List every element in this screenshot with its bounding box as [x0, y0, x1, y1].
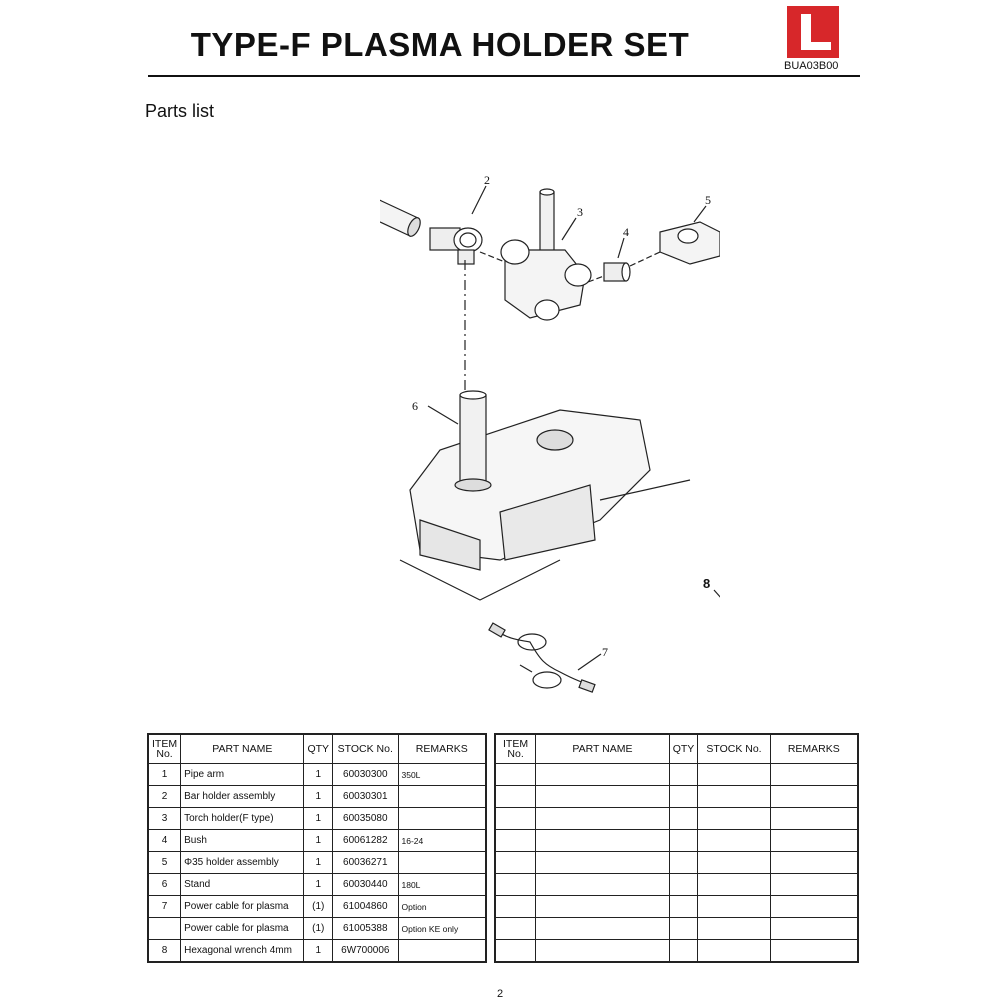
callout-2: 2	[484, 173, 490, 187]
table-row: 7 Power cable for plasma (1) 61004860 Op…	[147, 895, 486, 918]
table-row: 8 Hexagonal wrench 4mm 1 6W700006	[147, 939, 486, 962]
part-name: Power cable for plasma	[180, 917, 305, 940]
remarks	[397, 785, 486, 808]
table-row: 6 Stand 1 60030440 180L	[147, 873, 486, 896]
table-row	[494, 785, 859, 808]
power-cable-drawing	[488, 622, 596, 693]
exploded-parts-diagram: 1 2 3 4 5 6 7 8	[380, 130, 720, 720]
qty: 1	[303, 873, 334, 896]
stock-no: 60061282	[332, 829, 399, 852]
bar-holder-drawing	[429, 227, 483, 265]
qty: 1	[303, 829, 334, 852]
remarks: Option KE only	[397, 917, 486, 940]
qty: (1)	[303, 895, 334, 918]
remarks: 350L	[397, 763, 486, 786]
table-row: 3 Torch holder(F type) 1 60035080	[147, 807, 486, 830]
item-no	[147, 917, 182, 940]
qty: (1)	[303, 917, 334, 940]
part-name: Torch holder(F type)	[180, 807, 305, 830]
stock-no: 60030300	[332, 763, 399, 786]
torch-holder-drawing	[500, 188, 592, 321]
part-name: Hexagonal wrench 4mm	[180, 939, 305, 962]
callout-6: 6	[412, 399, 418, 413]
pipe-arm-drawing	[380, 199, 421, 237]
remarks	[397, 851, 486, 874]
stock-no: 60030301	[332, 785, 399, 808]
callout-3: 3	[577, 205, 583, 219]
part-name: Power cable for plasma	[180, 895, 305, 918]
header-item-no: ITEM No.	[147, 734, 182, 764]
callout-5: 5	[705, 193, 711, 207]
table-row: 5 Φ35 holder assembly 1 60036271	[147, 851, 486, 874]
header-part-name: PART NAME	[535, 734, 670, 764]
section-title: Parts list	[145, 101, 215, 121]
item-no: 4	[147, 829, 182, 852]
qty: 1	[303, 807, 334, 830]
part-name: Φ35 holder assembly	[180, 851, 305, 874]
item-no: 5	[147, 851, 182, 874]
callout-7: 7	[602, 645, 608, 659]
item-no: 1	[147, 763, 182, 786]
stock-no: 60036271	[332, 851, 399, 874]
table-row	[494, 873, 859, 896]
table-row: 1 Pipe arm 1 60030300 350L	[147, 763, 486, 786]
item-no: 2	[147, 785, 182, 808]
item-no: 7	[147, 895, 182, 918]
qty: 1	[303, 785, 334, 808]
header-part-name: PART NAME	[180, 734, 305, 764]
parts-table: ITEM No. PART NAME QTY STOCK No. REMARKS…	[147, 733, 487, 963]
stock-no: 60035080	[332, 807, 399, 830]
callout-4: 4	[623, 225, 629, 239]
header-rule	[148, 75, 860, 77]
table-row	[494, 763, 859, 786]
bush-drawing	[603, 262, 631, 282]
stock-no: 60030440	[332, 873, 399, 896]
page-title: TYPE-F PLASMA HOLDER SET	[190, 26, 690, 63]
remarks	[397, 939, 486, 962]
qty: 1	[303, 763, 334, 786]
stock-no: 61005388	[332, 917, 399, 940]
part-name: Pipe arm	[180, 763, 305, 786]
table-row	[494, 895, 859, 918]
holder-assembly-drawing	[659, 221, 720, 265]
callout-8: 8	[703, 576, 710, 591]
parts-table-blank: ITEM No. PART NAME QTY STOCK No. REMARKS	[494, 733, 859, 963]
qty: 1	[303, 939, 334, 962]
part-name: Stand	[180, 873, 305, 896]
header-stock-no: STOCK No.	[697, 734, 771, 764]
table-row	[494, 829, 859, 852]
remarks: Option	[397, 895, 486, 918]
table-row	[494, 807, 859, 830]
item-no: 3	[147, 807, 182, 830]
document-code: BUA03B00	[784, 60, 839, 72]
header-qty: QTY	[668, 734, 699, 764]
stock-no: 6W700006	[332, 939, 399, 962]
item-no: 6	[147, 873, 182, 896]
table-row: Power cable for plasma (1) 61005388 Opti…	[147, 917, 486, 940]
table-header-row: ITEM No. PART NAME QTY STOCK No. REMARKS	[147, 734, 486, 764]
part-name: Bar holder assembly	[180, 785, 305, 808]
page-number: 2	[496, 988, 504, 1000]
table-row: 2 Bar holder assembly 1 60030301	[147, 785, 486, 808]
remarks: 16-24	[397, 829, 486, 852]
table-header-row: ITEM No. PART NAME QTY STOCK No. REMARKS	[494, 734, 859, 764]
table-row	[494, 939, 859, 962]
stand-carriage-drawing	[399, 390, 691, 601]
header-remarks: REMARKS	[397, 734, 486, 764]
header-item-no: ITEM No.	[494, 734, 537, 764]
header-stock-no: STOCK No.	[332, 734, 399, 764]
table-row	[494, 917, 859, 940]
item-no: 8	[147, 939, 182, 962]
company-logo	[787, 6, 839, 58]
stock-no: 61004860	[332, 895, 399, 918]
diagram-drawing: 1 2 3 4 5 6 7 8	[380, 173, 720, 693]
table-row	[494, 851, 859, 874]
table-row: 4 Bush 1 60061282 16-24	[147, 829, 486, 852]
part-name: Bush	[180, 829, 305, 852]
header-remarks: REMARKS	[769, 734, 859, 764]
header-qty: QTY	[303, 734, 334, 764]
remarks	[397, 807, 486, 830]
qty: 1	[303, 851, 334, 874]
remarks: 180L	[397, 873, 486, 896]
